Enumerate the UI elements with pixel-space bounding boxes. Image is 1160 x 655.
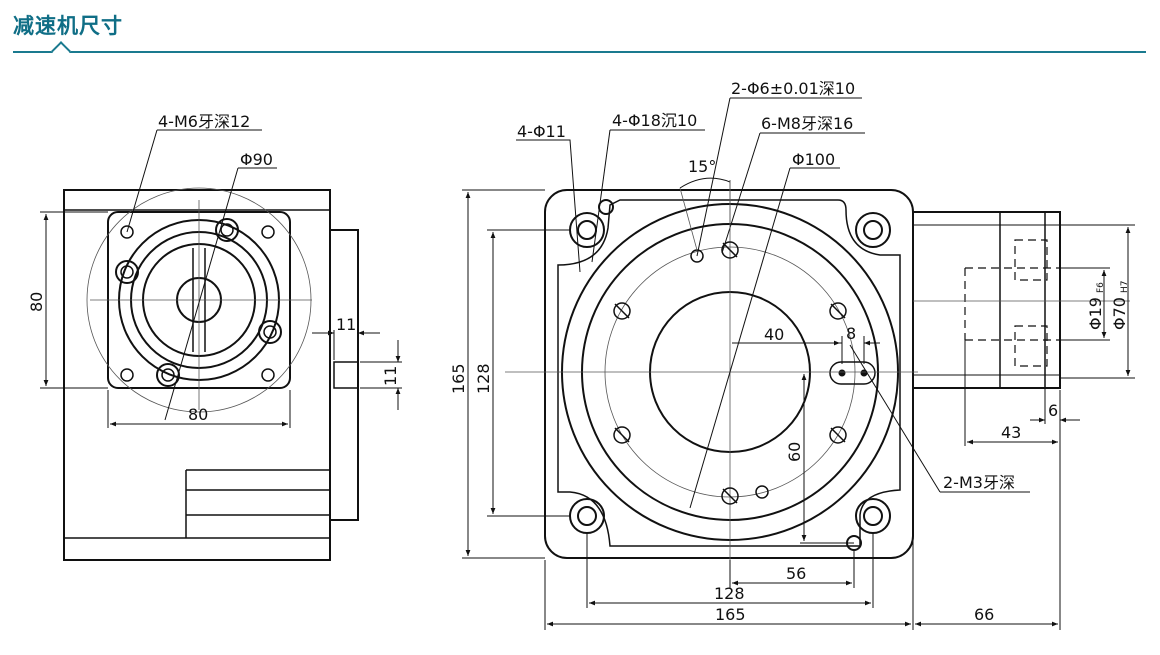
right-dim-43: 43 [1001, 423, 1021, 442]
left-hole-tl [120, 225, 134, 239]
right-cbore-tr [855, 212, 891, 248]
right-dia-pcd: Φ100 [792, 150, 835, 169]
right-dim-height-inner: 128 [474, 363, 493, 394]
left-cbore-2 [115, 260, 139, 284]
left-note-bolt: 4-M6牙深12 [158, 112, 250, 131]
right-cbore-bl [569, 498, 605, 534]
left-dim-shaft-dia: 11 [381, 366, 400, 386]
right-dim-66: 66 [974, 605, 994, 624]
left-cbore-4 [156, 363, 180, 387]
left-hole-br [261, 368, 275, 382]
right-dia-shaft-tol: F6 [1096, 282, 1106, 293]
right-note-counterbore: 4-Φ18沉10 [612, 111, 697, 130]
right-dim-8: 8 [846, 324, 856, 343]
right-dim-56: 56 [786, 564, 806, 583]
left-dim-height: 80 [27, 292, 46, 312]
right-dim-6: 6 [1048, 401, 1058, 420]
right-dimensions [462, 97, 1135, 630]
left-cbore-1 [215, 218, 239, 242]
right-dia-boss-tol: H7 [1120, 281, 1130, 294]
right-view [505, 180, 1130, 565]
left-hole-bl [120, 368, 134, 382]
right-dim-60: 60 [785, 442, 804, 462]
left-view [63, 187, 359, 561]
right-dim-165: 165 [715, 605, 746, 624]
left-shaft [333, 361, 359, 389]
left-bottom-steps [64, 469, 330, 561]
right-note-dowel: 2-Φ6±0.01深10 [731, 79, 855, 98]
right-angle: 15° [688, 157, 716, 176]
right-dia-boss: Φ70 [1110, 297, 1129, 330]
right-dim-height-outer: 165 [449, 363, 468, 394]
right-bolt-holes [613, 241, 847, 505]
right-dim-40: 40 [764, 325, 784, 344]
right-cbore-br [855, 498, 891, 534]
left-dia-pcd: Φ90 [240, 150, 273, 169]
right-note-bolt: 6-M8牙深16 [761, 114, 853, 133]
title-underline [13, 51, 1146, 53]
right-dia-shaft: Φ19 [1086, 297, 1105, 330]
left-hole-tr [261, 225, 275, 239]
right-flange-outline [557, 199, 901, 547]
right-note-through: 4-Φ11 [517, 122, 566, 141]
right-slot [829, 361, 876, 385]
right-side-housing [913, 211, 1061, 389]
right-body-outline [544, 189, 914, 559]
right-cbore-tl [569, 212, 605, 248]
right-dowel-top [598, 199, 614, 215]
page-title: 减速机尺寸 [13, 14, 123, 38]
right-note-tapped: 2-M3牙深 [943, 473, 1015, 492]
left-dimensions [40, 129, 402, 428]
right-dim-128: 128 [714, 584, 745, 603]
left-dim-width: 80 [188, 405, 208, 424]
left-dim-shaft-len: 11 [336, 315, 356, 334]
left-cbore-3 [258, 320, 282, 344]
